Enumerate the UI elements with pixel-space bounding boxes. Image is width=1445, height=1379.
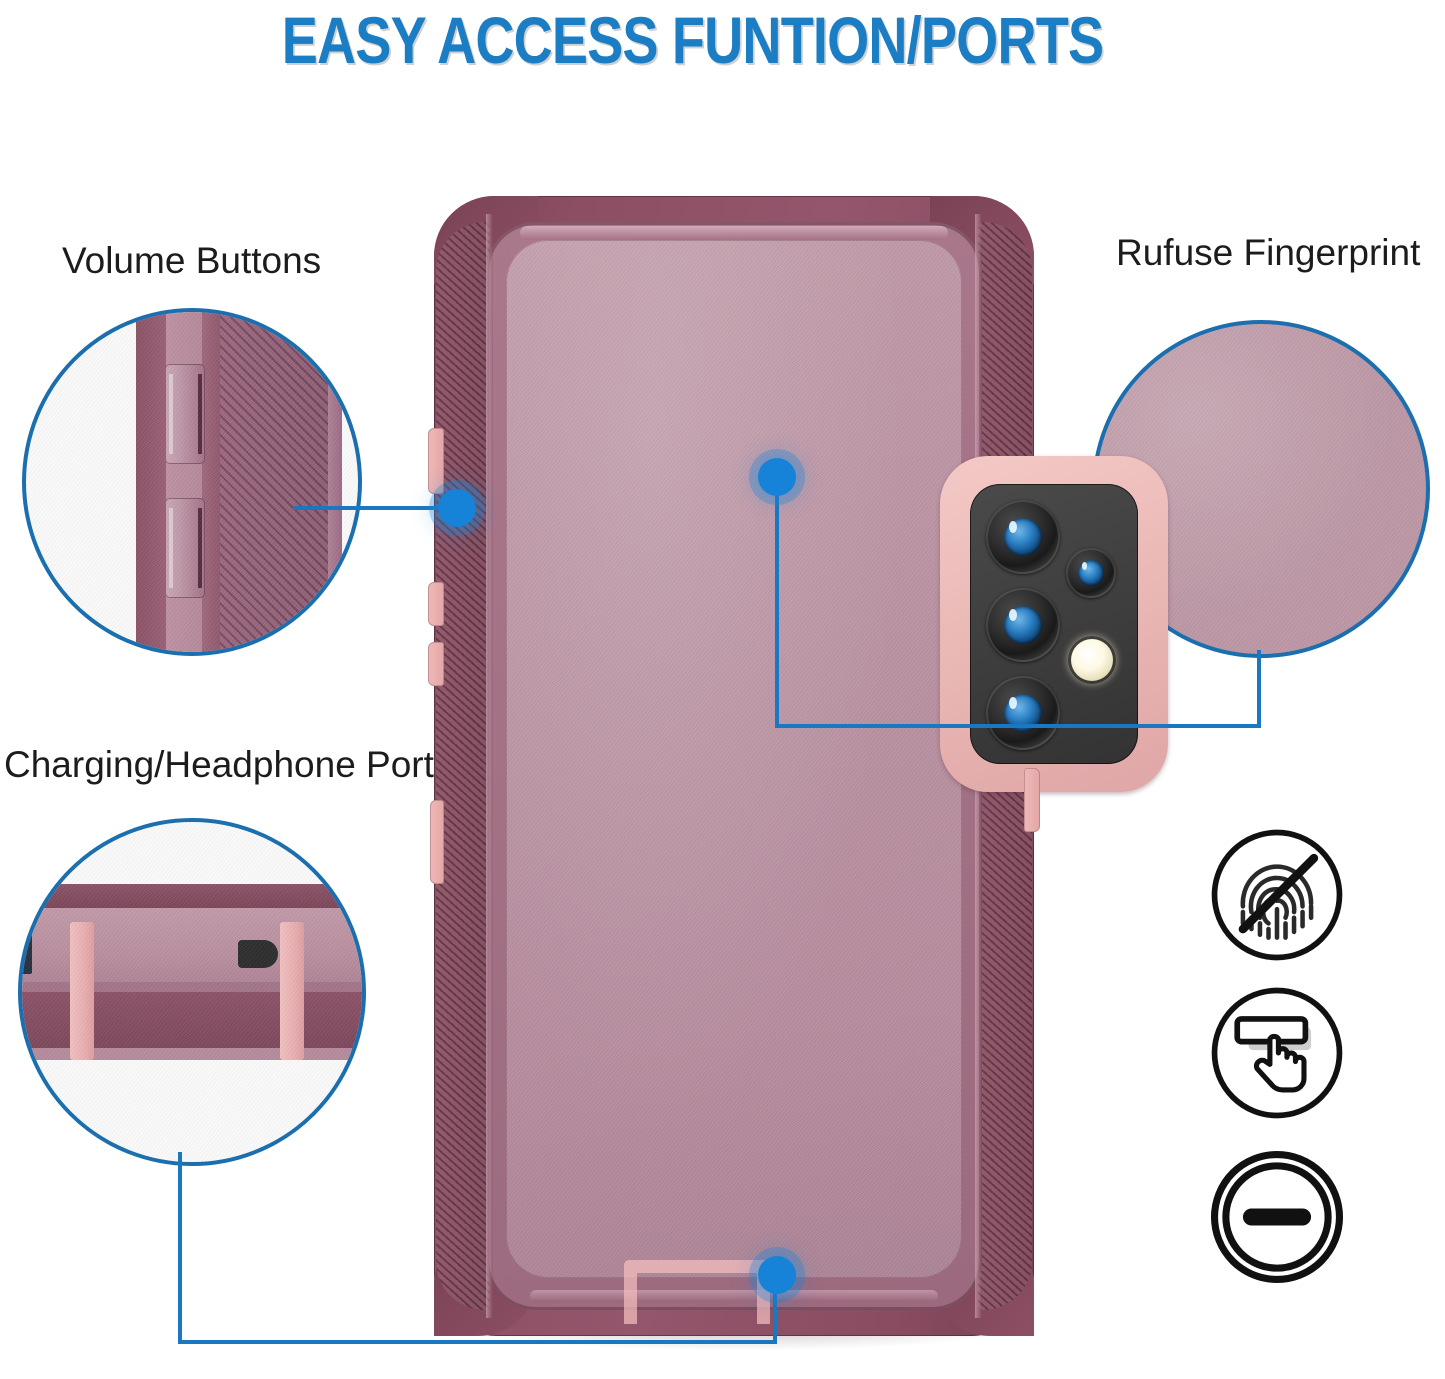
camera-lens-macro [986, 676, 1060, 750]
zoom-inset-charging-port [18, 818, 366, 1166]
case-side-rail-left [486, 214, 493, 1318]
camera-lens-depth [1066, 548, 1116, 598]
phone-case-product [428, 196, 1168, 1336]
connector-line-charging-v1 [178, 1152, 182, 1344]
connector-line-back-h [775, 724, 1261, 728]
zoom-inset-back-surface [1092, 320, 1430, 658]
case-rail-inner [136, 312, 166, 652]
camera-module-bezel [940, 456, 1168, 792]
case-rail-face [166, 312, 202, 652]
volume-up-button-cover [165, 364, 205, 464]
charging-port-opening [238, 940, 278, 968]
port-accent-bar-left [70, 922, 94, 1060]
page-title: EASY ACCESS FUNTION/PORTS [281, 3, 1104, 77]
case-outer-edge [328, 312, 342, 652]
side-button-cover-1 [428, 428, 444, 494]
connector-line-volume [293, 506, 448, 510]
case-top-lip-highlight [520, 226, 948, 240]
side-button-cover-2 [428, 582, 444, 626]
case-grip-texture-left [436, 222, 490, 1310]
camera-lens-main [986, 500, 1060, 574]
case-rail-edge [202, 312, 220, 652]
fingerprint-slash-icon [1206, 824, 1348, 966]
port-cover-icon [1206, 1146, 1348, 1288]
side-button-cover-3 [428, 642, 444, 686]
camera-lens-wide [986, 588, 1060, 662]
callout-label-refuse-fingerprint: Rufuse Fingerprint [1116, 232, 1421, 273]
callout-marker-volume-buttons [438, 489, 476, 527]
port-accent-bar-right [280, 922, 304, 1060]
connector-line-charging-h [178, 1340, 777, 1344]
headphone-port-opening [22, 934, 32, 974]
connector-line-back-v1 [775, 494, 779, 728]
callout-marker-back-surface [758, 458, 796, 496]
bottom-port-cutout-frame [624, 1260, 770, 1324]
callout-marker-charging-port [758, 1256, 796, 1294]
side-button-cover-5 [1024, 768, 1040, 832]
case-grip-texture [220, 312, 328, 652]
connector-line-charging-v2 [773, 1280, 777, 1344]
camera-flash-icon [1068, 636, 1116, 684]
volume-down-button-cover [165, 498, 205, 598]
side-button-cover-4 [430, 800, 444, 884]
zoom-inset-volume-buttons [22, 308, 362, 656]
case-back-panel [506, 240, 962, 1278]
callout-label-volume-buttons: Volume Buttons [62, 240, 322, 281]
case-bottom-base [22, 1048, 362, 1060]
finger-press-button-icon [1206, 982, 1348, 1124]
connector-line-back-v2 [1257, 650, 1261, 728]
case-bottom-groove [22, 982, 362, 992]
case-bottom-upper-band [22, 884, 362, 908]
callout-label-charging-headphone-port: Charging/Headphone Port [4, 744, 434, 785]
camera-module-plate [970, 484, 1138, 764]
